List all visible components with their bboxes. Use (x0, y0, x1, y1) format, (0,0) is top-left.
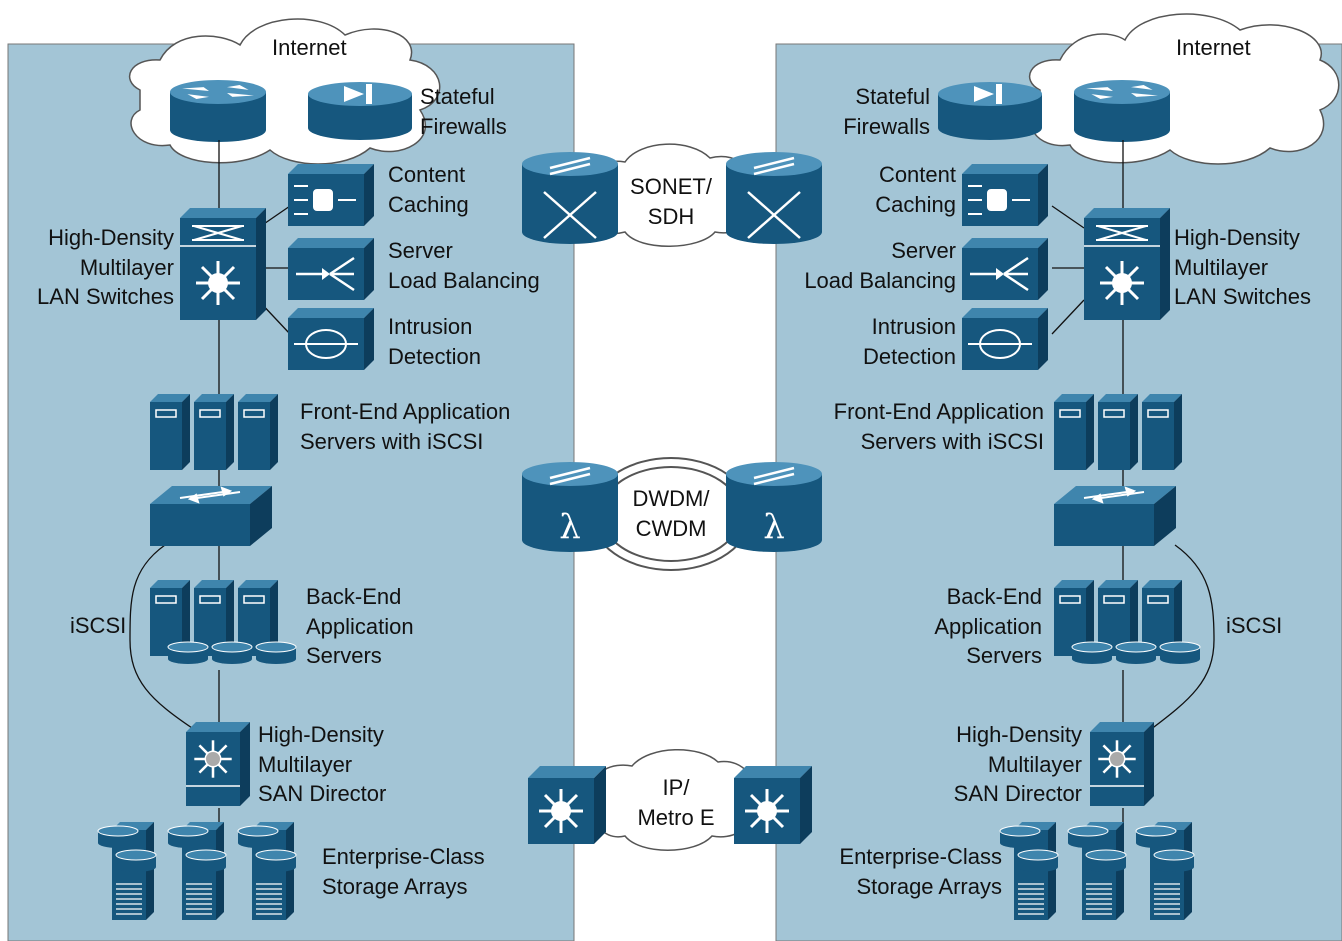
right-backend-label: Back-End Application Servers (934, 584, 1042, 668)
ip-metro-e-label: IP/ Metro E (637, 775, 715, 830)
right-lan-switch (1084, 208, 1170, 320)
left-firewalls-label: Stateful Firewalls (420, 84, 507, 139)
left-lan-switches-label: High-Density Multilayer LAN Switches (37, 225, 174, 309)
right-content-caching-label: Content Caching (875, 162, 956, 217)
right-load-balancer-module (962, 238, 1048, 300)
right-san-director-label: High-Density Multilayer SAN Director (953, 722, 1082, 806)
left-frontend-servers (149, 393, 279, 471)
left-iscsi-switch (149, 485, 273, 547)
right-metro-switch (734, 766, 812, 844)
right-firewalls-label: Stateful Firewalls (843, 84, 930, 139)
right-site-panel (775, 43, 1342, 941)
right-lan-switches-label: High-Density Multilayer LAN Switches (1174, 225, 1311, 309)
left-storage-label: Enterprise-Class Storage Arrays (322, 844, 485, 899)
left-content-caching-label: Content Caching (388, 162, 469, 217)
right-sonet-mux (726, 152, 822, 244)
right-frontend-label: Front-End Application Servers with iSCSI (833, 399, 1044, 454)
left-content-caching-module (288, 164, 374, 226)
right-storage-arrays (1000, 822, 1194, 920)
left-intrusion-detection-module (288, 308, 374, 370)
left-load-balancer-module (288, 238, 374, 300)
right-internet-label: Internet (1176, 35, 1251, 60)
right-intrusion-label: Intrusion Detection (863, 314, 956, 369)
left-backend-servers (149, 579, 297, 665)
left-internet-label: Internet (272, 35, 347, 60)
left-sonet-mux (522, 152, 618, 244)
right-iscsi-label: iSCSI (1226, 613, 1283, 638)
right-firewall (938, 82, 1042, 140)
left-metro-switch (528, 766, 606, 844)
sonet-sdh-label: SONET/ SDH (630, 174, 712, 229)
left-frontend-label: Front-End Application Servers with iSCSI (300, 399, 511, 454)
left-intrusion-label: Intrusion Detection (388, 314, 481, 369)
lambda-symbol: λ (559, 507, 581, 547)
left-firewall (308, 82, 412, 140)
right-backend-servers (1053, 579, 1201, 665)
left-san-director (186, 722, 250, 806)
left-dwdm-mux: λ (522, 462, 618, 552)
left-internet-router (170, 80, 266, 142)
dwdm-cwdm-label: DWDM/ CWDM (632, 486, 710, 541)
right-load-balancing-label: Server Load Balancing (804, 238, 956, 293)
right-content-caching-module (962, 164, 1048, 226)
left-san-director-label: High-Density Multilayer SAN Director (258, 722, 387, 806)
left-storage-arrays (98, 822, 296, 920)
left-load-balancing-label: Server Load Balancing (388, 238, 540, 293)
right-iscsi-switch (1053, 485, 1177, 547)
right-intrusion-detection-module (962, 308, 1048, 370)
left-backend-label: Back-End Application Servers (306, 584, 414, 668)
lambda-symbol: λ (763, 507, 785, 547)
left-lan-switch (180, 208, 266, 320)
right-internet-router (1074, 80, 1170, 142)
right-storage-label: Enterprise-Class Storage Arrays (839, 844, 1002, 899)
right-dwdm-mux: λ (726, 462, 822, 552)
left-iscsi-label: iSCSI (70, 613, 127, 638)
dwdm-ring (590, 457, 752, 571)
right-san-director (1090, 722, 1154, 806)
right-frontend-servers (1053, 393, 1183, 471)
